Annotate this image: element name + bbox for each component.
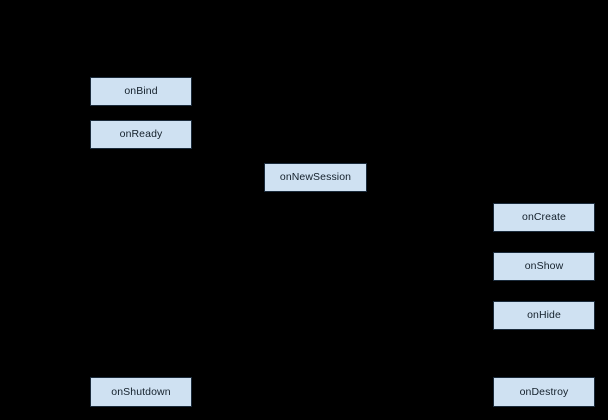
node-on-destroy[interactable]: onDestroy bbox=[493, 377, 595, 407]
node-on-show[interactable]: onShow bbox=[493, 252, 595, 281]
node-label-on-new-session: onNewSession bbox=[279, 171, 352, 184]
node-label-on-destroy: onDestroy bbox=[519, 385, 569, 398]
node-on-create[interactable]: onCreate bbox=[493, 203, 595, 232]
node-label-on-show: onShow bbox=[524, 260, 564, 273]
node-label-on-shutdown: onShutdown bbox=[111, 385, 171, 398]
node-label-on-ready: onReady bbox=[119, 128, 163, 141]
node-on-ready[interactable]: onReady bbox=[90, 120, 192, 149]
node-on-new-session[interactable]: onNewSession bbox=[264, 163, 367, 192]
node-on-shutdown[interactable]: onShutdown bbox=[90, 377, 192, 407]
node-on-hide[interactable]: onHide bbox=[493, 301, 595, 330]
node-label-on-hide: onHide bbox=[527, 309, 561, 322]
node-label-on-bind: onBind bbox=[124, 85, 158, 98]
node-on-bind[interactable]: onBind bbox=[90, 77, 192, 106]
node-label-on-create: onCreate bbox=[522, 211, 566, 224]
